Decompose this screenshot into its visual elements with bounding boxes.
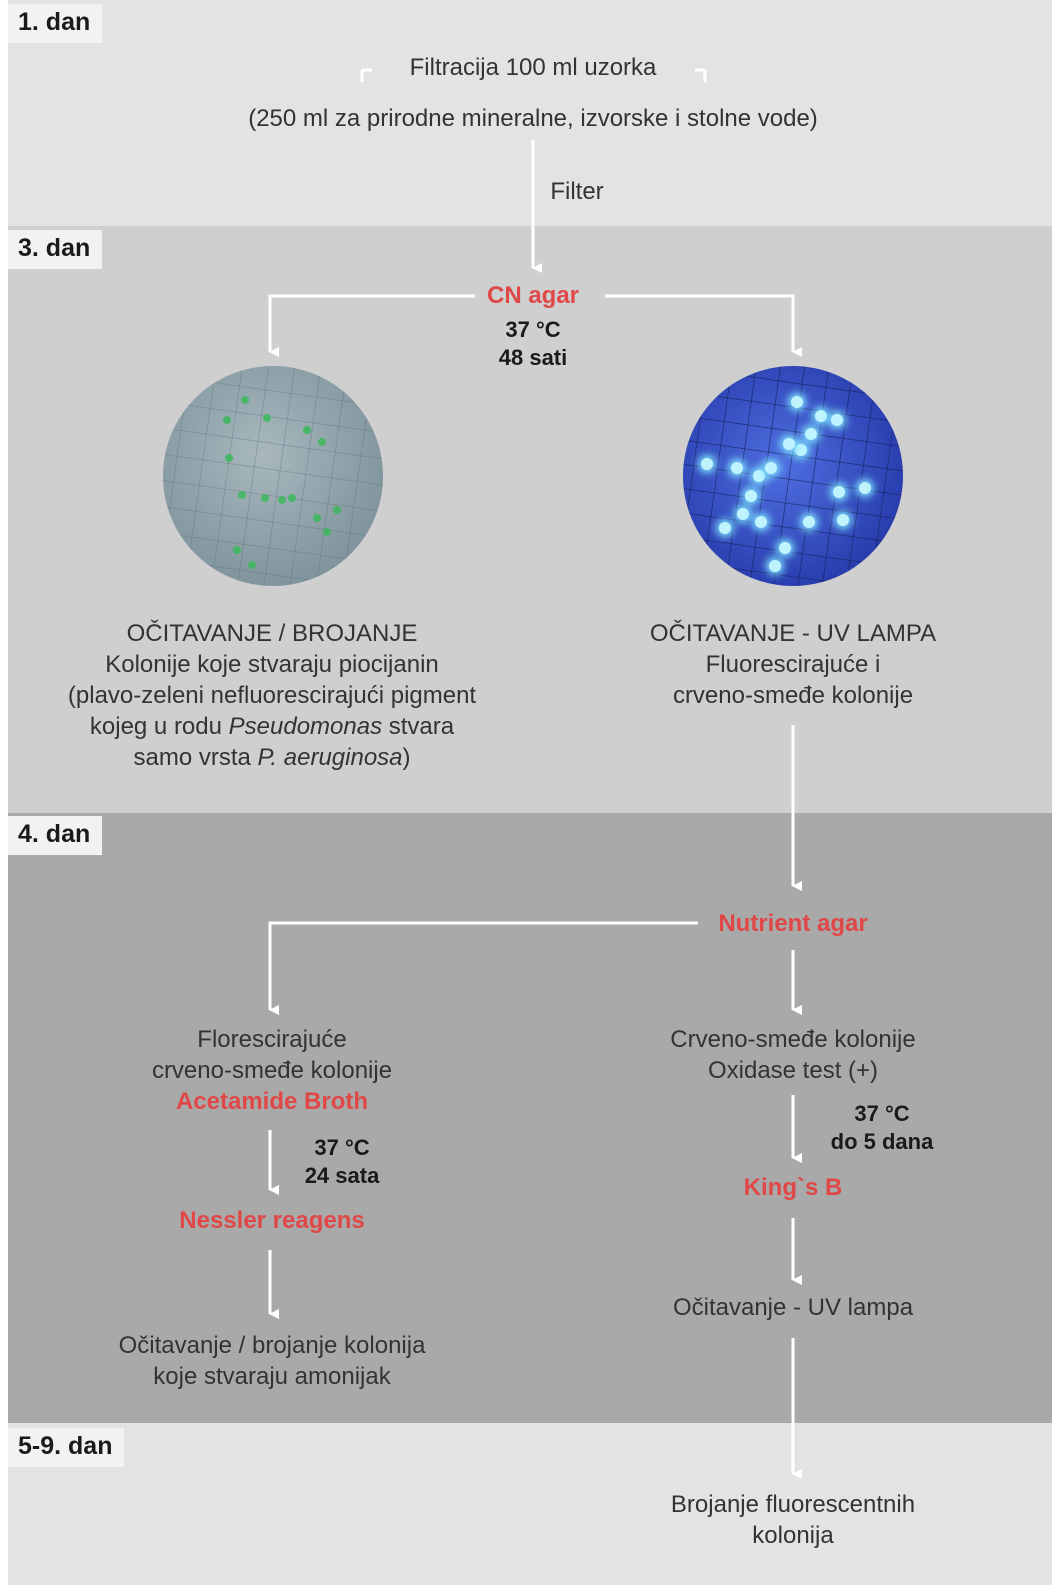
oxidase-temp: 37 °C: [854, 1101, 910, 1126]
petri-dish-pyocyanin-image: [163, 366, 383, 586]
left-branch-line1: Florescirajuće: [197, 1026, 347, 1053]
day4-band: [8, 813, 1052, 1423]
left-reading-line2: Kolonije koje stvaraju piocijanin: [105, 651, 439, 678]
right-reading-line1: OČITAVANJE - UV LAMPA: [649, 620, 937, 647]
acetamide-broth-label: Acetamide Broth: [175, 1088, 369, 1115]
left-result-line1: Očitavanje / brojanje kolonija: [118, 1332, 426, 1359]
kings-b-label: King`s B: [743, 1174, 843, 1201]
nutrient-agar-label: Nutrient agar: [718, 910, 868, 937]
genus-pseudomonas: Pseudomonas: [228, 713, 383, 740]
petri-dish-uv-image: [683, 366, 903, 586]
final-count-line1: Brojanje fluorescentnih: [670, 1491, 916, 1518]
left-branch-line2: crveno-smeđe kolonije: [151, 1057, 393, 1084]
right-reading-line3: crveno-smeđe kolonije: [672, 682, 914, 709]
day-label-3: 3. dan: [8, 230, 103, 269]
left-reading-line5: samo vrsta P. aeruginosa): [133, 744, 411, 771]
cn-agar-temp: 37 °C: [505, 317, 561, 342]
day-label-4: 4. dan: [8, 816, 103, 855]
arrow-cn-right: [605, 294, 802, 357]
filtration-bracket: [360, 68, 707, 82]
species-p-aeruginosa: P. aeruginosa: [257, 744, 403, 771]
day-label-1: 1. dan: [8, 4, 103, 43]
arrow-nutrient-left: [268, 921, 698, 1015]
arrow-cn-left: [268, 294, 475, 357]
oxidase-test-label: Oxidase test (+): [707, 1057, 879, 1084]
uv-lamp-reading: Očitavanje - UV lampa: [672, 1294, 914, 1321]
acetamide-time: 24 sata: [304, 1163, 380, 1188]
left-result-line2: koje stvaraju amonijak: [153, 1363, 391, 1390]
day-label-5-9: 5-9. dan: [8, 1428, 125, 1467]
nessler-reagens-label: Nessler reagens: [179, 1207, 365, 1234]
left-reading-line1: OČITAVANJE / BROJANJE: [126, 620, 418, 647]
oxidase-time: do 5 dana: [830, 1129, 934, 1154]
filter-label: Filter: [550, 178, 604, 205]
right-branch-line1: Crveno-smeđe kolonije: [670, 1026, 916, 1053]
filtration-title: Filtracija 100 ml uzorka: [409, 54, 657, 81]
filtration-subtitle: (250 ml za prirodne mineralne, izvorske …: [248, 105, 818, 132]
acetamide-temp: 37 °C: [314, 1135, 370, 1160]
cn-agar-time: 48 sati: [498, 345, 568, 370]
left-reading-line4: kojeg u rodu Pseudomonas stvara: [89, 713, 455, 740]
day1-band: [8, 0, 1052, 226]
right-reading-line2: Fluorescirajuće i: [705, 651, 881, 678]
left-reading-line3: (plavo-zeleni nefluorescirajući pigment: [67, 682, 477, 709]
cn-agar-label: CN agar: [486, 282, 580, 309]
final-count-line2: kolonija: [752, 1522, 834, 1549]
day5-9-band: [8, 1423, 1052, 1585]
